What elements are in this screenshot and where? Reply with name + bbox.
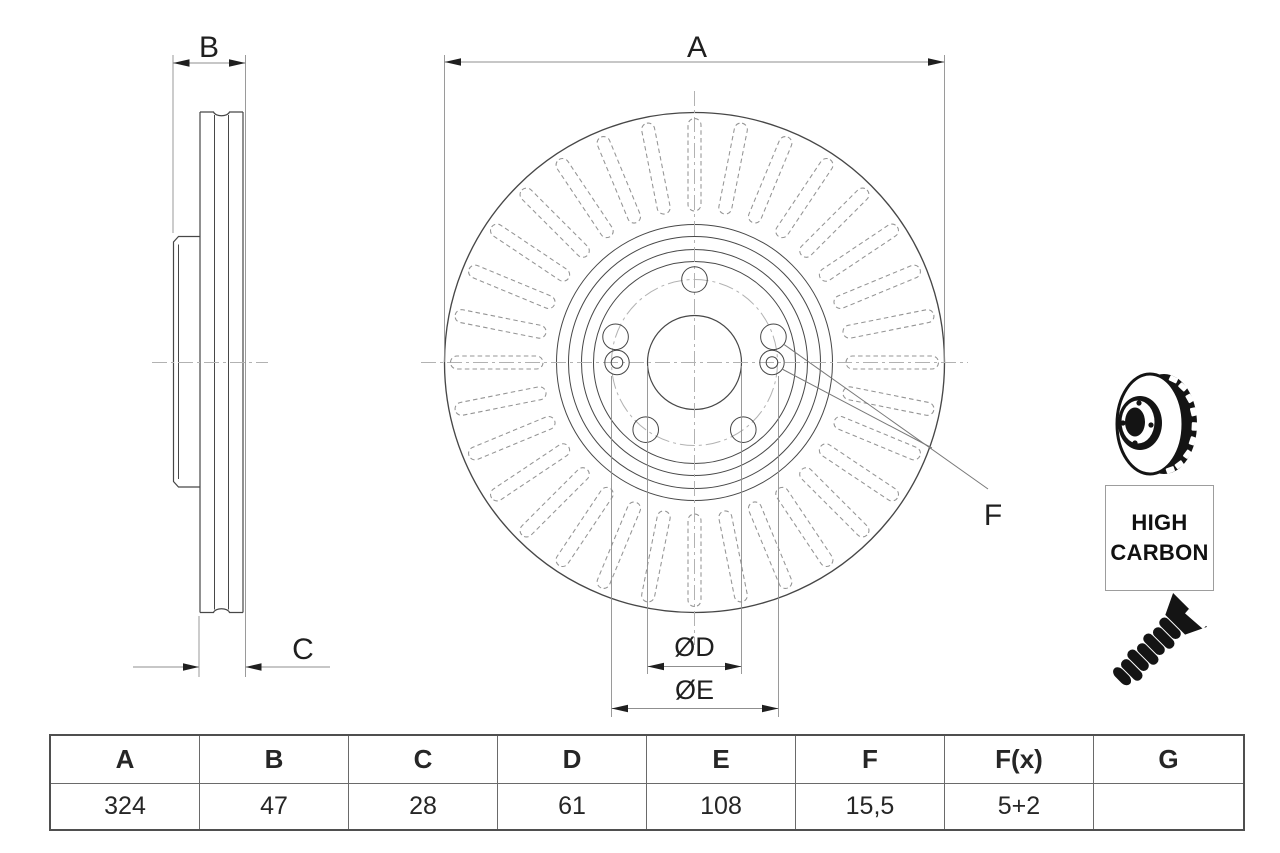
dimension-b: B [172, 31, 246, 677]
badge-line2: CARBON [1110, 539, 1209, 565]
front-view [421, 91, 968, 645]
table-value-cell: 5+2 [945, 784, 1094, 829]
dim-label-a: A [687, 31, 707, 64]
dim-label-d: ØD [674, 632, 715, 662]
dimension-d: ØD [647, 366, 742, 674]
countersunk-screw-icon [1113, 592, 1208, 686]
side-view [152, 111, 268, 614]
dimension-e: ØE [611, 376, 779, 717]
hub-bore [1125, 407, 1145, 437]
vent-slots [449, 117, 940, 608]
table-value-cell: 47 [200, 784, 349, 829]
dim-label-b: B [199, 31, 219, 64]
screw-slot [1185, 608, 1208, 630]
table-header-cell: C [349, 736, 498, 784]
side-hat-outline [172, 235, 200, 488]
table-header-cell: F(x) [945, 736, 1094, 784]
pin-holes [604, 349, 785, 376]
table-header-cell: F [796, 736, 945, 784]
table-value-cell: 324 [51, 784, 200, 829]
table-header-cell: B [200, 736, 349, 784]
screw-threads [1113, 617, 1181, 686]
dimension-c: C [133, 616, 330, 677]
high-carbon-badge: HIGH CARBON [1105, 485, 1214, 591]
bolt-holes [602, 266, 787, 443]
brake-disc-drawing: A B C ØD ØE [133, 31, 1002, 717]
table-value-cell [1094, 784, 1243, 829]
dim-label-c: C [292, 633, 314, 666]
dimension-table: A B C D E F F(x) G 324 47 28 61 108 15,5… [49, 734, 1245, 831]
rim-vent-holes [1165, 375, 1198, 474]
side-top-edge [200, 111, 243, 117]
dimension-a: A [444, 31, 945, 362]
table-header-cell: A [51, 736, 200, 784]
table-header-cell: E [647, 736, 796, 784]
badge-line1: HIGH [1131, 510, 1188, 536]
table-value-cell: 28 [349, 784, 498, 829]
dim-label-f: F [984, 499, 1002, 532]
table-header-cell: D [498, 736, 647, 784]
side-bottom-edge [200, 608, 243, 614]
table-value-cell: 108 [647, 784, 796, 829]
brake-disc-icon [1115, 372, 1198, 476]
dim-label-e: ØE [675, 675, 714, 705]
leader-f: F [781, 343, 1002, 532]
table-value-cell: 15,5 [796, 784, 945, 829]
table-value-cell: 61 [498, 784, 647, 829]
table-header-cell: G [1094, 736, 1243, 784]
